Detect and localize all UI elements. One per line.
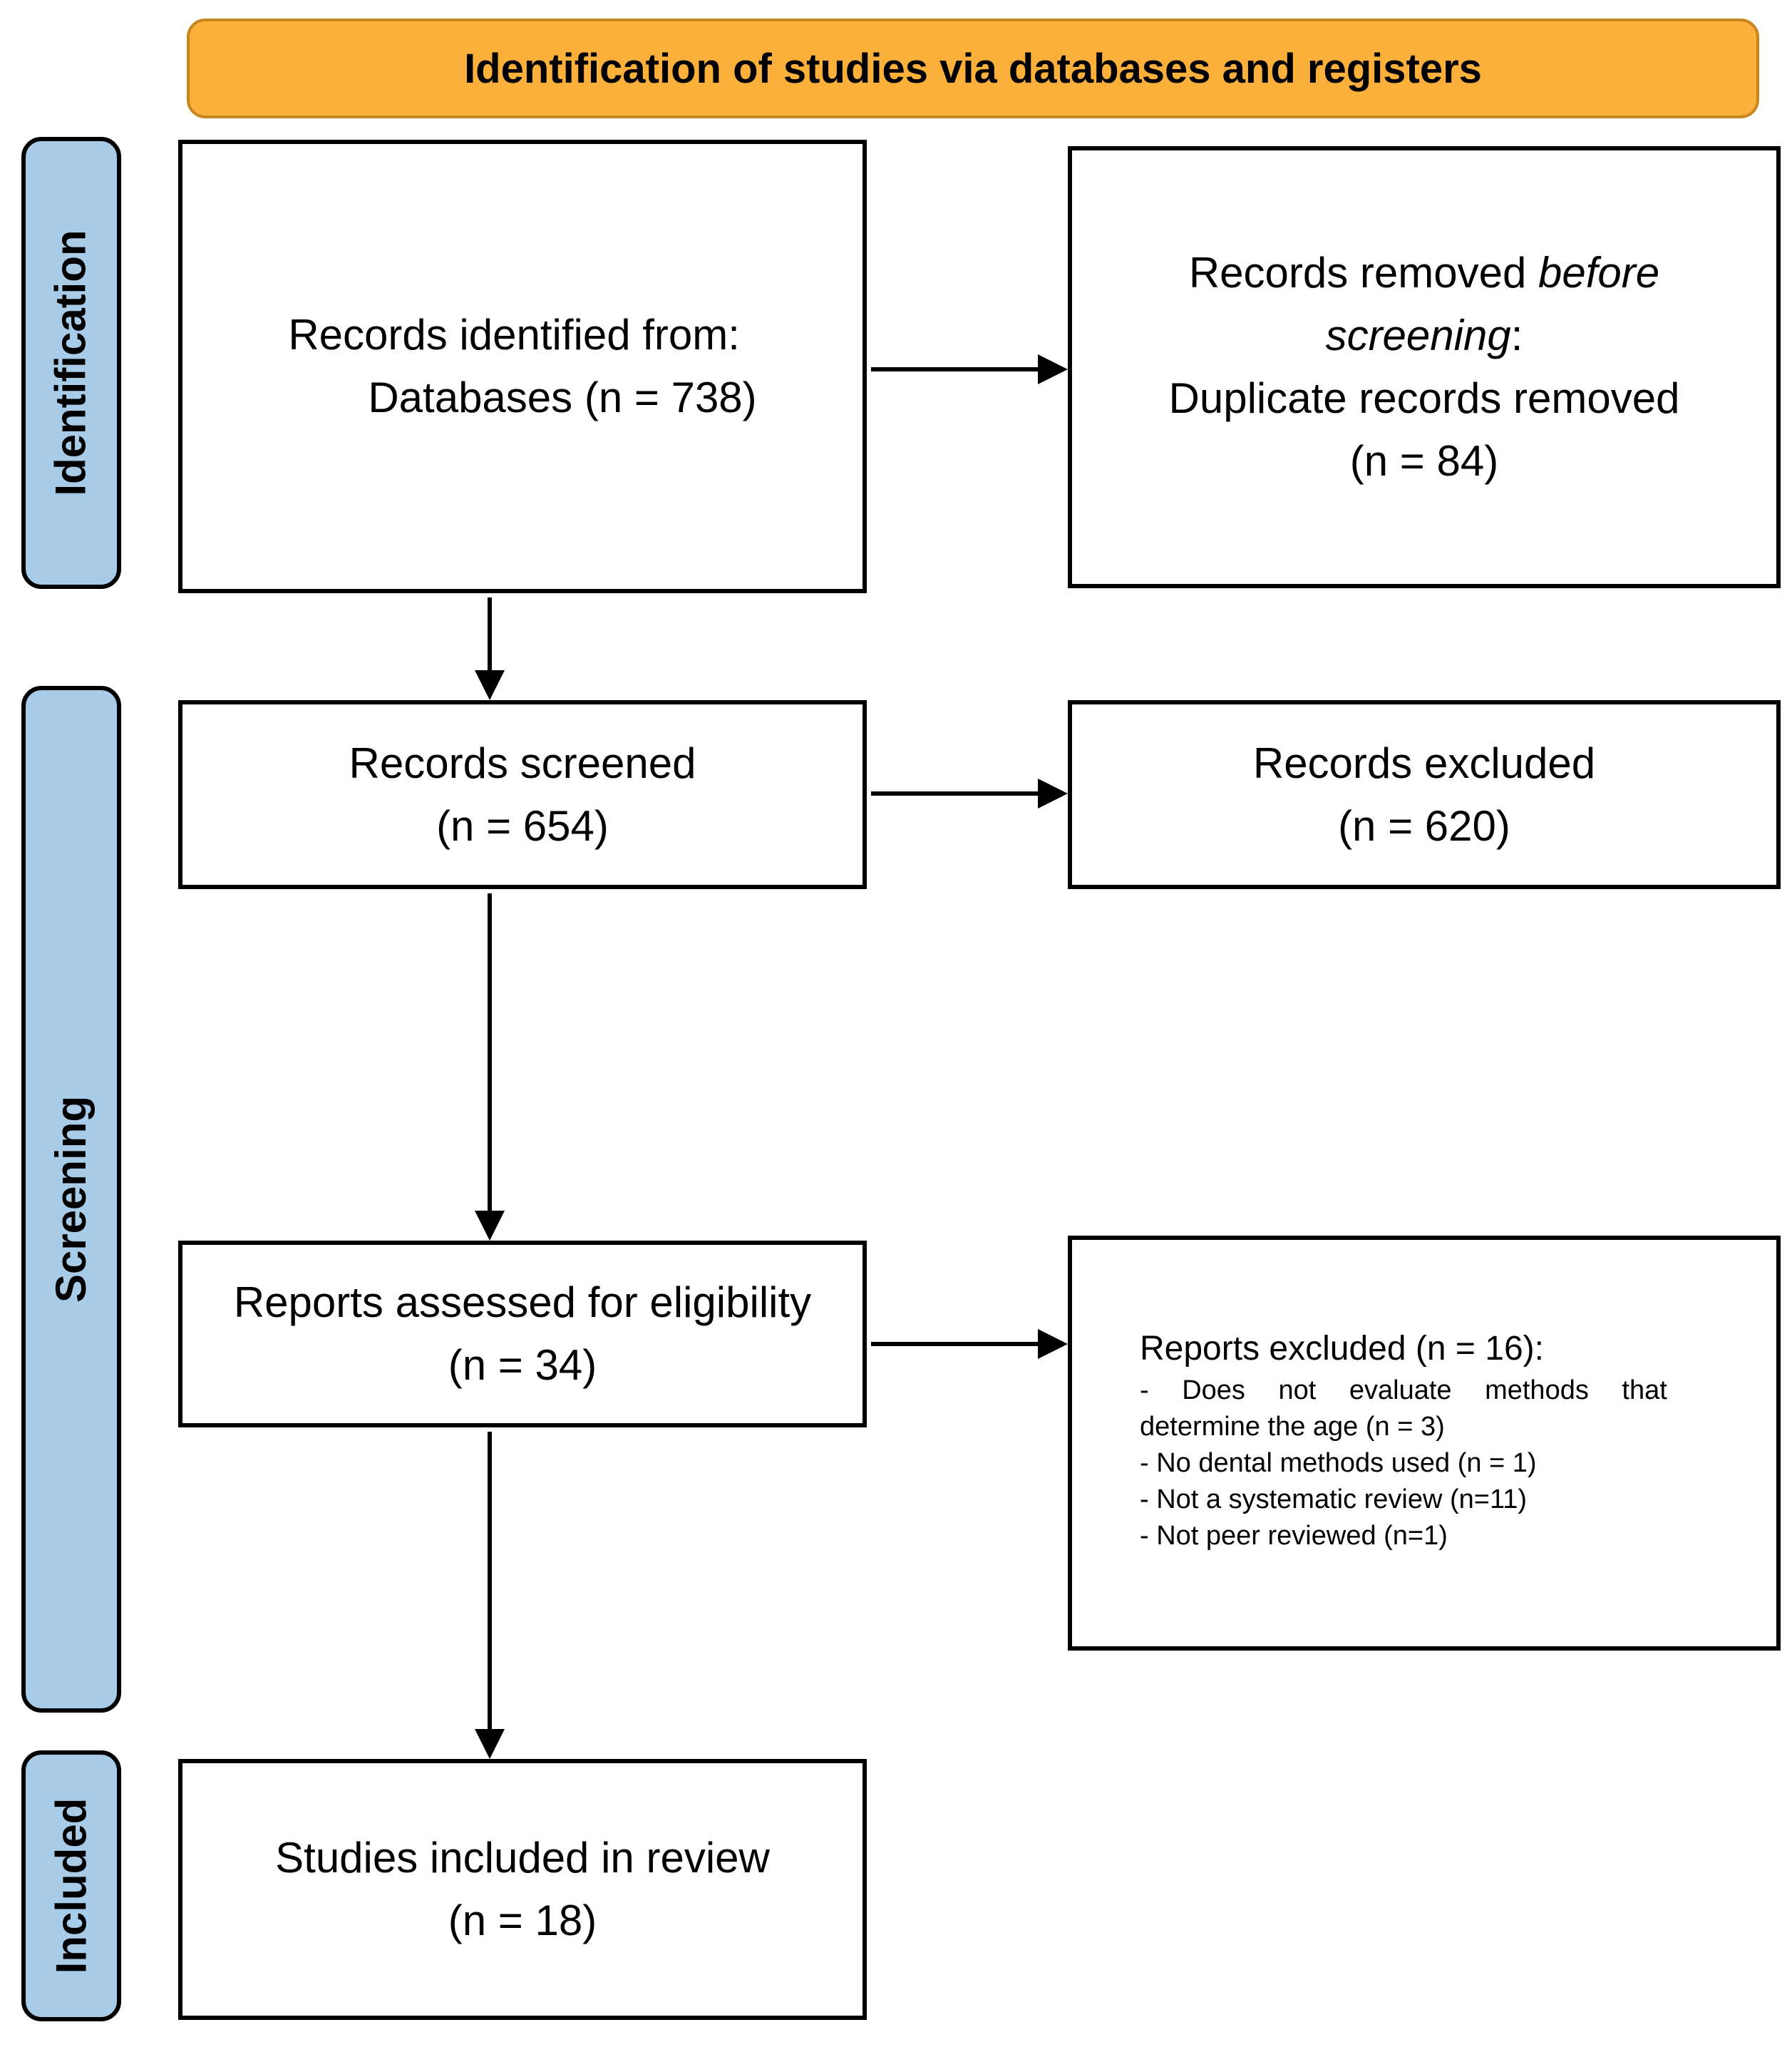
records-screened-line1: Records screened <box>349 739 696 787</box>
arrow-screened-to-excluded-line <box>871 791 1042 796</box>
arrow-screened-to-assessed-head-icon <box>475 1211 505 1241</box>
arrow-screened-to-excluded-head-icon <box>1038 779 1068 809</box>
reports-excluded-reason: determine the age (n = 3) <box>1140 1411 1445 1442</box>
box-records-removed-text: Records removed before screening: Duplic… <box>1169 242 1680 493</box>
reports-excluded-reason: - Does not evaluate methods that <box>1140 1375 1667 1405</box>
records-identified-line2: Databases (n = 738) <box>368 374 757 421</box>
box-records-screened-text: Records screened (n = 654) <box>349 732 696 858</box>
box-records-excluded: Records excluded (n = 620) <box>1068 700 1781 889</box>
stage-label-included: Included <box>21 1750 121 2021</box>
box-studies-included: Studies included in review (n = 18) <box>178 1759 867 2020</box>
box-reports-excluded-text: Reports excluded (n = 16): - Does not ev… <box>1072 1325 1776 1561</box>
records-identified-line1: Records identified from: <box>288 311 740 359</box>
stage-label-screening: Screening <box>21 686 121 1713</box>
studies-included-line1: Studies included in review <box>275 1834 770 1882</box>
box-records-identified: Records identified from: Databases (n = … <box>178 140 867 593</box>
arrow-identified-to-screened-line <box>488 597 492 673</box>
box-studies-included-text: Studies included in review (n = 18) <box>275 1827 770 1952</box>
arrow-identified-to-removed-line <box>871 367 1042 371</box>
records-removed-line1-italic: before <box>1538 249 1660 297</box>
box-records-screened: Records screened (n = 654) <box>178 700 867 889</box>
box-records-identified-text: Records identified from: Databases (n = … <box>288 304 756 429</box>
arrow-assessed-to-included-line <box>488 1432 492 1730</box>
box-reports-assessed-text: Reports assessed for eligibility (n = 34… <box>234 1271 811 1397</box>
stage-label-screening-text: Screening <box>47 1095 96 1303</box>
records-excluded-line2: (n = 620) <box>1338 801 1510 850</box>
stage-label-identification: Identification <box>21 137 121 589</box>
studies-included-line2: (n = 18) <box>448 1897 597 1944</box>
box-records-excluded-text: Records excluded (n = 620) <box>1253 732 1595 858</box>
box-reports-assessed: Reports assessed for eligibility (n = 34… <box>178 1241 867 1427</box>
stage-label-included-text: Included <box>47 1797 95 1974</box>
records-removed-line2-colon: : <box>1510 312 1523 359</box>
records-removed-line2-italic: screening <box>1325 312 1511 359</box>
records-removed-line1: Records removed before <box>1169 242 1680 304</box>
arrow-assessed-to-included-head-icon <box>475 1729 505 1759</box>
records-screened-line2: (n = 654) <box>436 801 609 850</box>
banner: Identification of studies via databases … <box>187 19 1759 118</box>
records-removed-line1-regular: Records removed <box>1188 249 1539 297</box>
records-excluded-line1: Records excluded <box>1252 739 1596 787</box>
reports-assessed-line1: Reports assessed for eligibility <box>233 1278 812 1326</box>
arrow-identified-to-removed-head-icon <box>1038 354 1068 384</box>
banner-title: Identification of studies via databases … <box>464 45 1482 92</box>
records-removed-line3: Duplicate records removed <box>1168 374 1680 422</box>
arrow-assessed-to-reports-excluded-line <box>871 1342 1042 1346</box>
stage-label-identification-text: Identification <box>47 230 95 496</box>
reports-assessed-line2: (n = 34) <box>448 1341 597 1389</box>
records-removed-line4: (n = 84) <box>1349 437 1499 485</box>
reports-excluded-reason: - No dental methods used (n = 1) <box>1140 1447 1537 1478</box>
arrow-identified-to-screened-head-icon <box>475 670 505 700</box>
arrow-assessed-to-reports-excluded-head-icon <box>1038 1329 1068 1359</box>
box-records-removed: Records removed before screening: Duplic… <box>1068 146 1781 588</box>
reports-excluded-reason: - Not a systematic review (n=11) <box>1140 1484 1528 1514</box>
box-reports-excluded: Reports excluded (n = 16): - Does not ev… <box>1068 1236 1781 1651</box>
arrow-screened-to-assessed-line <box>488 893 492 1212</box>
records-removed-line2: screening: <box>1169 304 1680 367</box>
reports-excluded-heading: Reports excluded (n = 16): <box>1140 1329 1544 1368</box>
reports-excluded-reason: - Not peer reviewed (n=1) <box>1140 1520 1448 1551</box>
